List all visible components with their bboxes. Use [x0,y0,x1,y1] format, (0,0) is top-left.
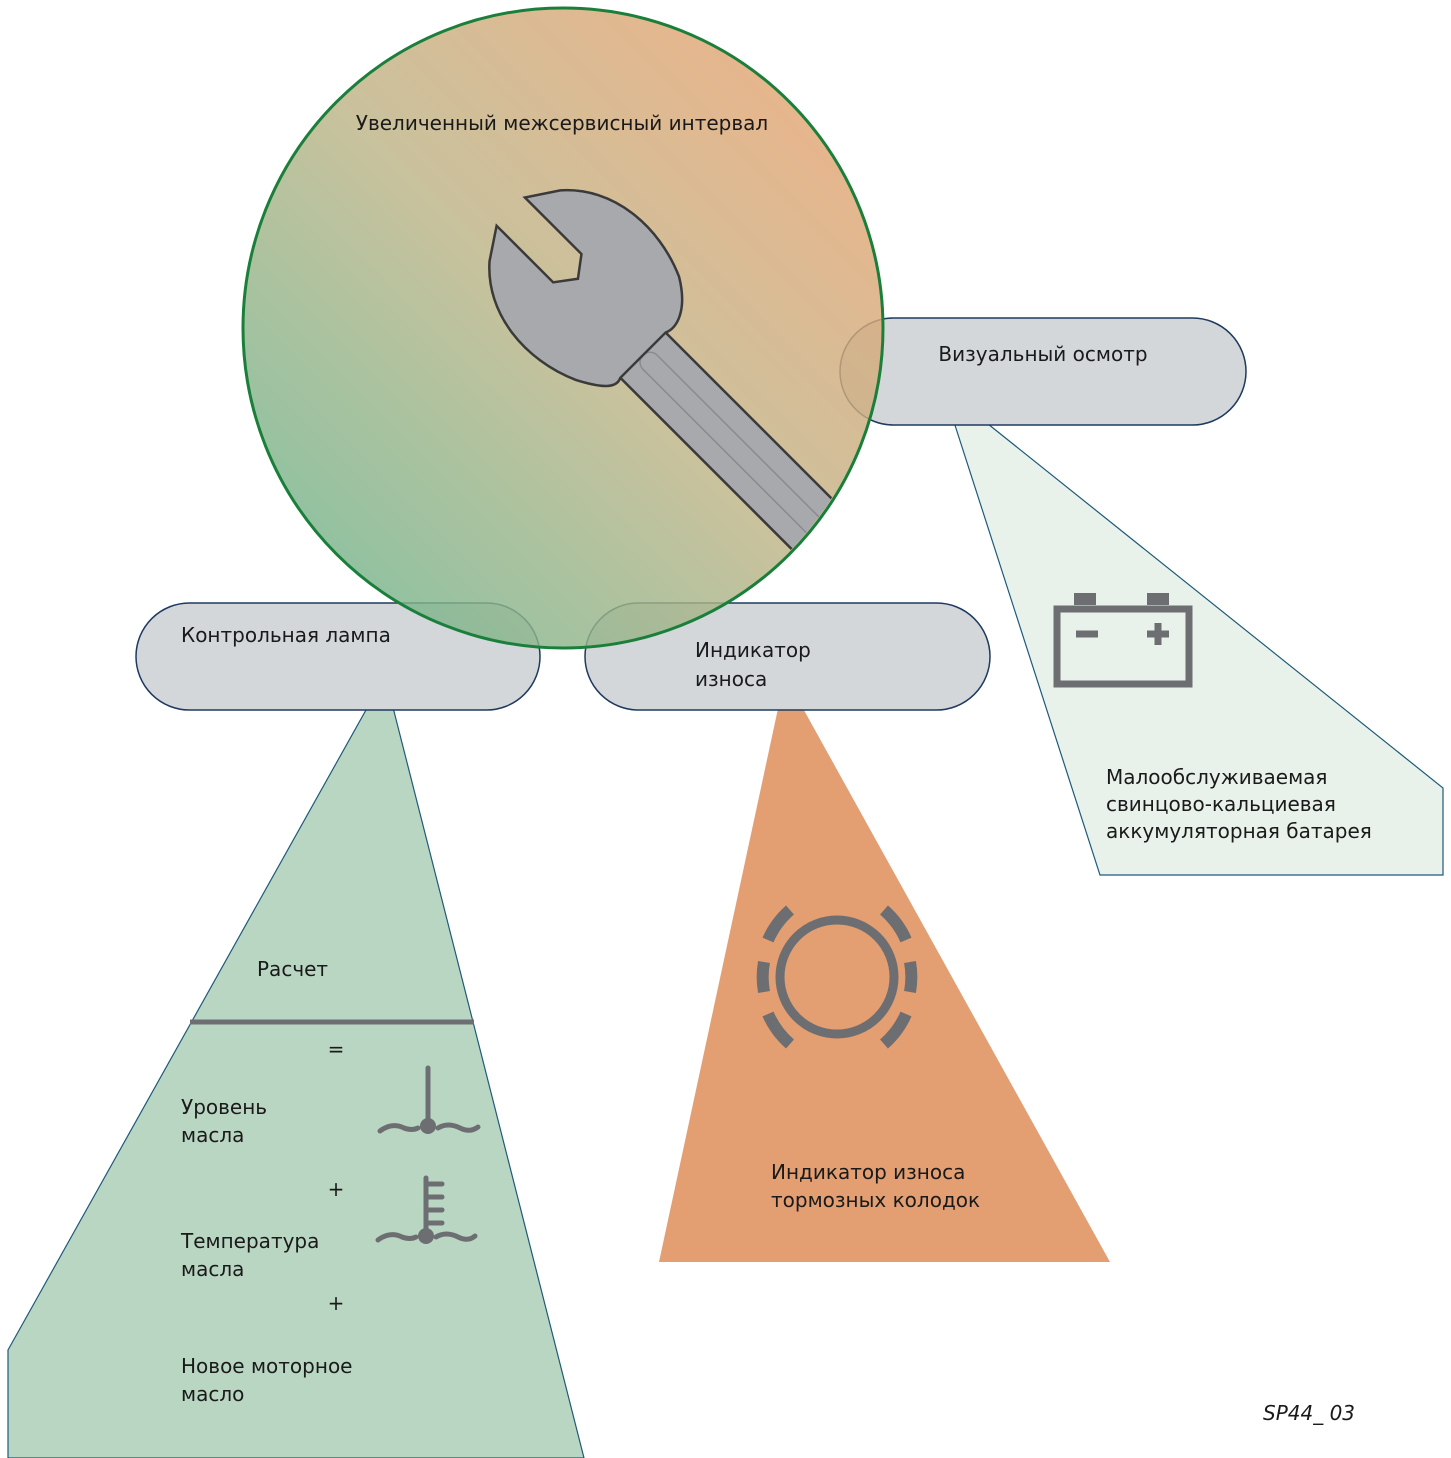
battery-text-line2: свинцово-кальциевая [1106,792,1336,816]
oil-level-icon [377,1065,481,1134]
pill-visual-inspection [839,317,1247,426]
pill-wear-indicator [584,602,991,711]
battery-icon [1053,593,1193,688]
oil-level-label-line2: масла [181,1123,244,1147]
brake-callout-wedge [659,676,1110,1262]
oil-temperature-icon [375,1175,478,1244]
figure-id: SP44_ 03 [1263,1401,1355,1425]
battery-text-line1: Малообслуживаемая [1106,765,1327,789]
calculation-callout-wedge [7,674,585,1458]
pill-warning-lamp [135,602,541,711]
brake-text-line2: тормозных колодок [771,1188,980,1212]
battery-text-line3: аккумуляторная батарея [1106,819,1372,843]
circle-title: Увеличенный межсервисный интервал [356,111,768,135]
oil-temp-label-line1: Температура [180,1229,319,1253]
calc-title: Расчет [257,957,328,981]
brake-pad-wear-icon [756,905,918,1049]
oil-level-label-line1: Уровень [181,1095,267,1119]
pill-wear-label-line2: износа [695,667,767,691]
new-oil-label-line2: масло [181,1382,244,1406]
brake-text-line1: Индикатор износа [771,1160,965,1184]
new-oil-label-line1: Новое моторное [181,1354,352,1378]
oil-temp-label-line2: масла [181,1257,244,1281]
plus-sign-2: + [328,1291,345,1315]
plus-sign-1: + [328,1177,345,1201]
pill-wear-label-line1: Индикатор [695,638,811,662]
pill-visual-label: Визуальный осмотр [938,342,1147,366]
equals-sign: = [328,1037,345,1061]
pill-lamp-label: Контрольная лампа [181,623,391,647]
battery-callout-wedge [941,386,1444,876]
